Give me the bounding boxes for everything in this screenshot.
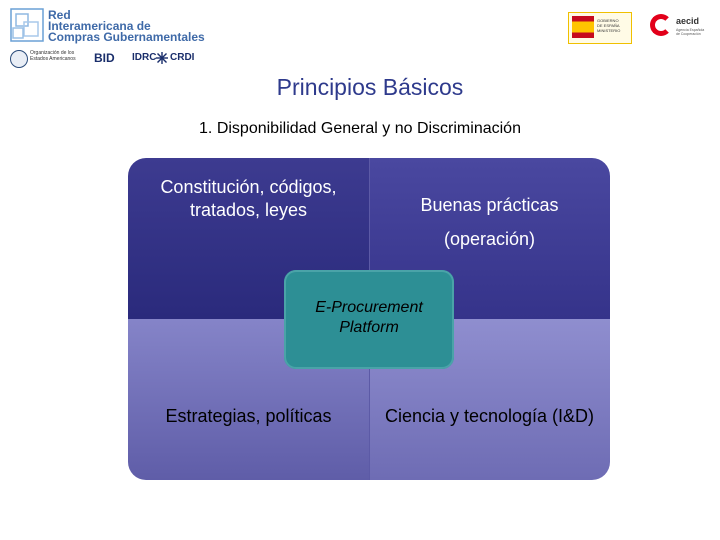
- spain-coat-of-arms-icon: [572, 16, 594, 38]
- oas-logo-text: Organización de los Estados Americanos: [30, 50, 76, 62]
- aecid-name: aecid: [676, 16, 700, 26]
- principles-matrix: Constitución, códigos, tratados, leyes B…: [128, 158, 610, 480]
- aecid-sub-line: de Cooperación: [676, 32, 701, 36]
- network-logo-line: Compras Gubernamentales: [48, 30, 205, 44]
- network-logo-text: Red Interamericana de Compras Gubernamen…: [48, 8, 205, 44]
- network-logo-line: Red: [48, 8, 71, 22]
- network-logo-line: Interamericana de: [48, 19, 151, 33]
- spain-government-logo: GOBIERNO DE ESPAÑA MINISTERIO: [568, 12, 632, 44]
- network-logo: Red Interamericana de Compras Gubernamen…: [10, 8, 205, 48]
- aecid-logo: aecid Agencia Española de Cooperación: [646, 10, 706, 42]
- quadrant-label: Estrategias, políticas: [165, 405, 332, 426]
- aecid-sub-line: Agencia Española: [676, 28, 705, 32]
- gov-logo-text: GOBIERNO DE ESPAÑA MINISTERIO: [597, 18, 620, 33]
- gov-line: GOBIERNO: [597, 18, 619, 23]
- aecid-sub: Agencia Española de Cooperación: [676, 28, 704, 36]
- crdi-logo: CRDI: [170, 52, 195, 63]
- slide-subtitle: 1. Disponibilidad General y no Discrimin…: [199, 120, 521, 137]
- quadrant-label: Ciencia y tecnología (I&D): [384, 405, 595, 426]
- aecid-ring-icon: [650, 14, 672, 36]
- idrc-logo: IDRC: [132, 52, 157, 63]
- slide-title: Principios Básicos: [276, 74, 464, 100]
- bid-logo: BID: [94, 51, 115, 65]
- quadrant-label: Buenas prácticas (operación): [420, 195, 559, 249]
- gov-line: MINISTERIO: [597, 28, 621, 33]
- oas-line: Organización de los: [30, 50, 75, 56]
- network-logo-mark-icon: [10, 8, 44, 42]
- oas-line: Estados Americanos: [30, 56, 76, 62]
- oas-seal-icon: [10, 50, 28, 68]
- crdi-star-icon: [156, 52, 168, 64]
- partner-logos: Organización de los Estados Americanos B…: [10, 50, 194, 68]
- quadrant-good-practices: Buenas prácticas (operación): [369, 158, 610, 319]
- center-label: E-Procurement Platform: [315, 299, 423, 336]
- quadrant-label: Constitución, códigos, tratados, leyes: [160, 177, 337, 220]
- e-procurement-platform-box: E-Procurement Platform: [284, 270, 454, 369]
- gov-line: DE ESPAÑA: [597, 23, 620, 28]
